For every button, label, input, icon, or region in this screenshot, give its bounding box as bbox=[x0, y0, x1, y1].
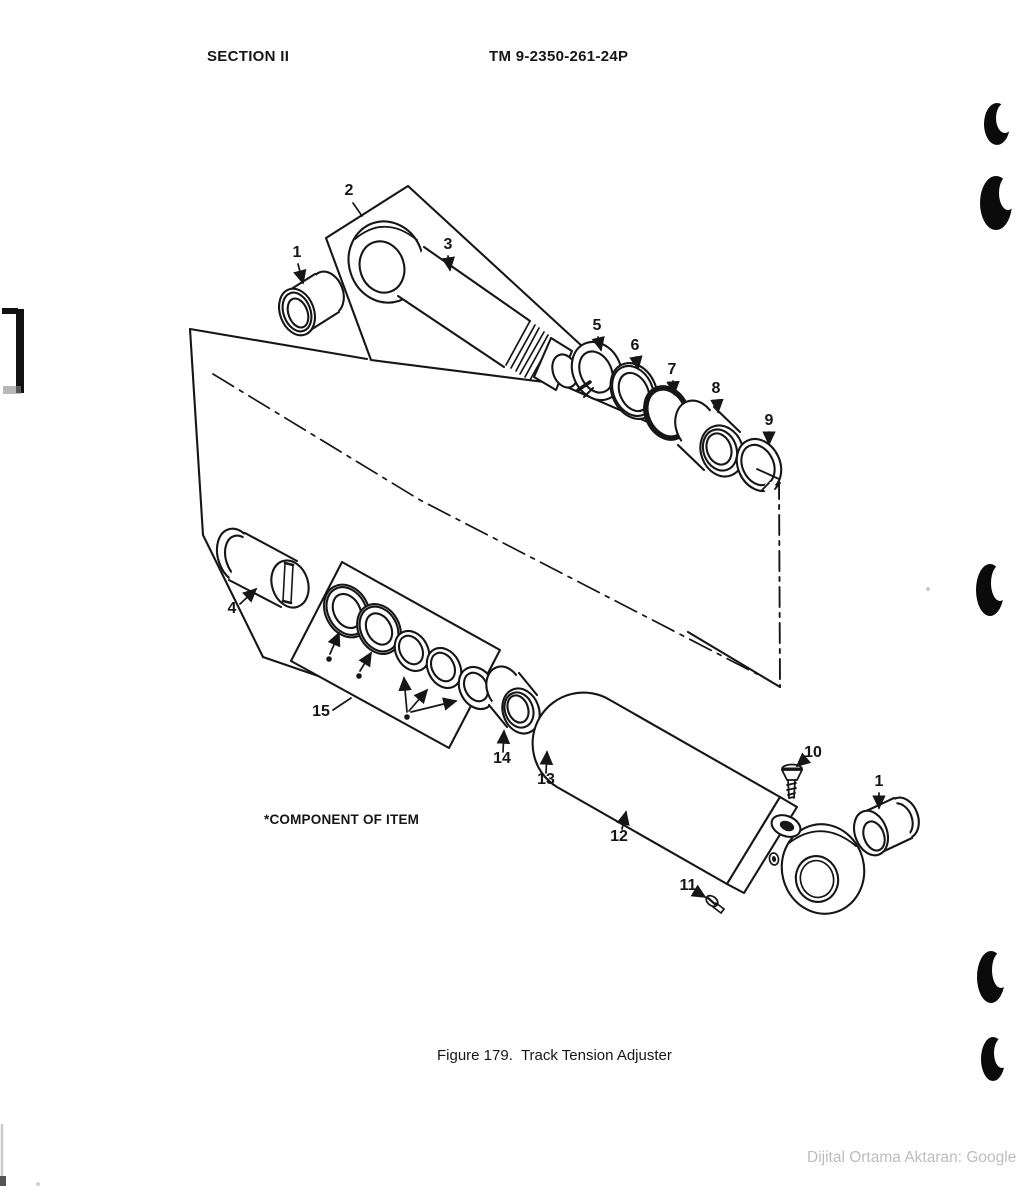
callout-9: 9 bbox=[762, 412, 776, 446]
part-bushing-1-lower bbox=[852, 796, 920, 857]
callout-10-label: 10 bbox=[804, 744, 822, 761]
callout-7: 7 bbox=[666, 361, 680, 396]
component-note: *COMPONENT OF ITEM bbox=[264, 812, 420, 827]
callout-11: 11 bbox=[680, 877, 707, 898]
section-header: SECTION II bbox=[207, 48, 290, 65]
callout-6: 6 bbox=[629, 337, 643, 371]
callout-4-label: 4 bbox=[228, 600, 237, 617]
digitization-watermark: Dijital Ortama Aktaran: Google bbox=[807, 1149, 1017, 1166]
callout-3: 3 bbox=[441, 236, 455, 272]
part-screw-11 bbox=[705, 894, 725, 914]
callout-8: 8 bbox=[710, 380, 724, 414]
callout-14-label: 14 bbox=[493, 750, 511, 767]
part-bushing-8 bbox=[674, 399, 745, 478]
callout-1-top: 1 bbox=[293, 244, 307, 285]
callout-11-label: 11 bbox=[680, 877, 697, 894]
callout-12: 12 bbox=[610, 810, 630, 845]
callout-6-label: 6 bbox=[631, 337, 640, 354]
callout-15: 15 bbox=[312, 697, 352, 720]
callout-1-bottom-label: 1 bbox=[875, 773, 884, 790]
callout-14: 14 bbox=[493, 729, 511, 767]
manual-number: TM 9-2350-261-24P bbox=[489, 48, 629, 65]
callout-5-label: 5 bbox=[593, 317, 602, 334]
part-screw-10 bbox=[781, 763, 803, 799]
callout-13: 13 bbox=[537, 750, 555, 788]
part-bushing-1-upper bbox=[277, 270, 345, 337]
callout-1-top-label: 1 bbox=[293, 244, 302, 261]
callout-5: 5 bbox=[591, 317, 605, 352]
callout-1-bottom: 1 bbox=[872, 773, 886, 810]
callout-7-label: 7 bbox=[668, 361, 677, 378]
figure-caption: Figure 179. Track Tension Adjuster bbox=[437, 1047, 672, 1064]
seal-kit-rings bbox=[322, 583, 497, 711]
part-cylinder-12 bbox=[531, 691, 866, 915]
part-bushing-14 bbox=[485, 665, 541, 735]
part-piston-4 bbox=[215, 527, 310, 609]
assembly-boundary-outline bbox=[188, 327, 782, 724]
callout-4: 4 bbox=[228, 587, 258, 617]
callout-2: 2 bbox=[345, 182, 363, 217]
right-edge-scan-blobs bbox=[976, 103, 1017, 1081]
callout-13-label: 13 bbox=[537, 771, 555, 788]
callouts: 2 1 3 5 6 7 8 bbox=[228, 182, 886, 898]
part-snap-ring-9 bbox=[735, 437, 783, 494]
callout-15-label: 15 bbox=[312, 703, 330, 720]
scan-artifacts bbox=[0, 103, 1017, 1186]
callout-12-label: 12 bbox=[610, 828, 628, 845]
callout-10: 10 bbox=[795, 744, 822, 768]
callout-8-label: 8 bbox=[712, 380, 721, 397]
component-asterisk-leaders bbox=[326, 631, 458, 720]
centerline bbox=[212, 373, 758, 675]
callout-9-label: 9 bbox=[765, 412, 774, 429]
callout-2-label: 2 bbox=[345, 182, 354, 199]
left-edge-binding-mark bbox=[16, 309, 24, 393]
callout-3-label: 3 bbox=[444, 236, 453, 253]
